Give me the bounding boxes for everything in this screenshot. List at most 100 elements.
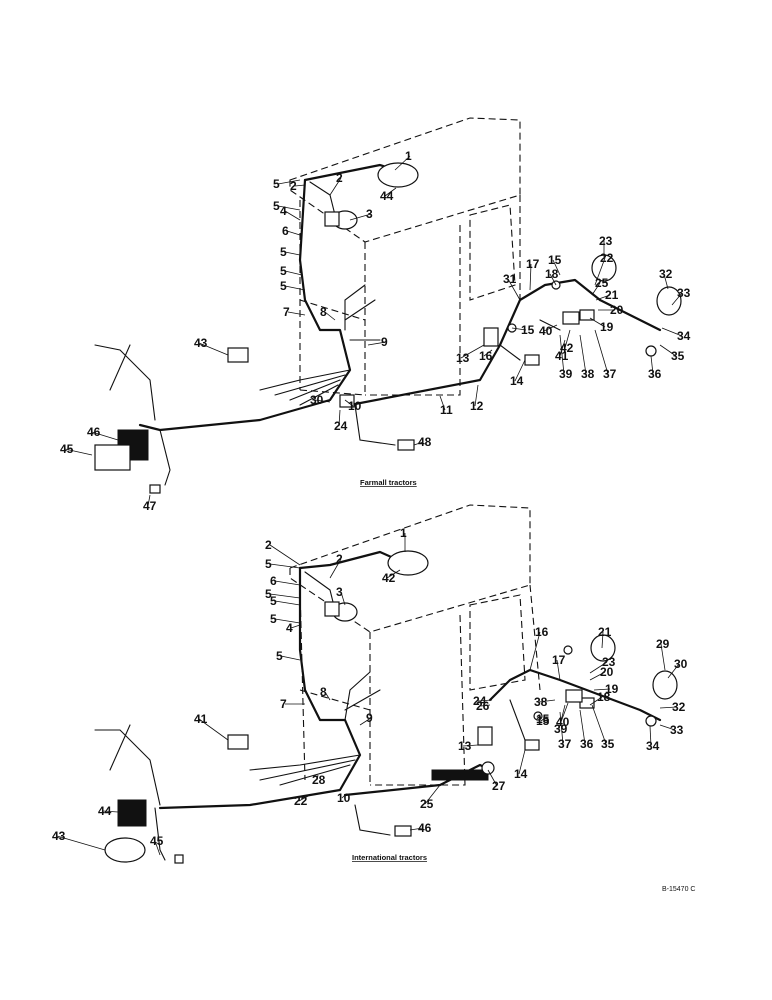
callout-leader-line — [269, 563, 301, 569]
callout-leader-line — [290, 624, 301, 629]
callout-number: 22 — [600, 251, 614, 265]
panel-farmall — [94, 117, 682, 494]
callout-leader-line — [338, 409, 341, 427]
callout-leader-line — [663, 273, 669, 290]
callout-leader-line — [579, 709, 586, 745]
callout-number: 29 — [656, 637, 670, 651]
callout-leader-line — [659, 724, 676, 731]
callout-number: 8 — [320, 685, 327, 699]
callout-number: 15 — [521, 323, 535, 337]
callout-number: 27 — [492, 779, 506, 793]
callout-number: 46 — [87, 425, 101, 439]
callout-number: 11 — [440, 403, 453, 417]
callout-leader-line — [316, 774, 319, 781]
callout-leader-line — [344, 399, 354, 407]
callout-number: 33 — [670, 723, 684, 737]
callout-number: 5 — [280, 279, 287, 293]
callout-number: 15 — [536, 714, 550, 728]
callout-leader-line — [154, 840, 161, 856]
callout-number: 5 — [273, 177, 280, 191]
callout-number: 30 — [674, 657, 688, 671]
callout-leader-line — [284, 270, 303, 276]
callout-number: 36 — [648, 367, 662, 381]
callout-leader-line — [667, 663, 680, 679]
callout-leader-line — [540, 717, 546, 722]
callout-leader-line — [341, 794, 346, 799]
callout-number: 1 — [400, 526, 407, 540]
callout-leader-line — [529, 631, 541, 671]
callout-number: 30 — [310, 393, 324, 407]
callout-leader-line — [277, 179, 301, 185]
callout-leader-line — [324, 311, 336, 321]
callout-number: 38 — [581, 367, 595, 381]
callout-number: 2 — [336, 171, 343, 185]
callout-number: 15 — [548, 253, 562, 267]
callout-number: 6 — [270, 574, 277, 588]
callout-number: 17 — [526, 257, 540, 271]
callout-number: 31 — [503, 272, 517, 286]
callout-number: 39 — [554, 722, 568, 736]
callout-number: 46 — [418, 821, 432, 835]
callout-number: 24 — [473, 694, 487, 708]
callout-number: 32 — [672, 700, 686, 714]
callout-leader-line — [591, 704, 607, 745]
callout-leader-line — [659, 706, 678, 709]
callout-leader-line — [198, 718, 229, 741]
callout-leader-line — [147, 494, 151, 507]
callout-leader-line — [595, 294, 611, 301]
callout-number: 13 — [458, 739, 472, 753]
callout-number: 26 — [476, 699, 490, 713]
callout-number: 6 — [282, 224, 289, 238]
callout-leader-line — [64, 448, 93, 456]
callout-number: 18 — [545, 267, 559, 281]
callout-leader-line — [359, 717, 372, 726]
callout-number: 22 — [294, 794, 308, 808]
callout-number: 23 — [599, 234, 613, 248]
callout-leader-line — [487, 769, 498, 787]
callout-leader-line — [564, 329, 571, 349]
callout-number: 16 — [479, 349, 493, 363]
callout-leader-line — [298, 794, 311, 802]
callout-leader-line — [556, 659, 561, 681]
callout-number: 4 — [280, 204, 287, 218]
callout-leader-line — [287, 311, 306, 316]
callout-leader-line — [529, 263, 532, 291]
callout-leader-line — [56, 835, 106, 851]
callout-number: 24 — [334, 419, 348, 433]
callout-leader-line — [539, 714, 542, 720]
callout-number: 16 — [535, 625, 549, 639]
callout-number: 32 — [659, 267, 673, 281]
callout-number: 34 — [677, 329, 691, 343]
components-farmall — [94, 162, 682, 494]
callout-number: 7 — [280, 697, 287, 711]
callout-number: 41 — [555, 349, 569, 363]
callout-number: 19 — [600, 320, 614, 334]
callout-number: 25 — [420, 797, 434, 811]
callout-number: 5 — [280, 264, 287, 278]
callout-number: 5 — [270, 612, 277, 626]
callout-leader-line — [324, 691, 331, 701]
callout-leader-line — [483, 349, 493, 357]
callout-leader-line — [367, 341, 387, 346]
callout-leader-line — [518, 749, 526, 775]
callout-number: 37 — [558, 737, 572, 751]
callout-number: 40 — [539, 324, 553, 338]
callout-leader-line — [514, 359, 526, 382]
callout-number: 5 — [270, 594, 277, 608]
callout-number: 21 — [598, 625, 612, 639]
callout-number: 9 — [381, 335, 388, 349]
callout-number: 15 — [536, 712, 550, 726]
cab-outline-international — [289, 504, 541, 786]
callout-leader-line — [349, 213, 372, 221]
callout-number: 10 — [337, 791, 351, 805]
callout-leader-line — [660, 643, 666, 671]
callout-number: 2 — [290, 179, 297, 193]
callout-number: 5 — [276, 649, 283, 663]
callout-leader-line — [649, 725, 652, 747]
callout-leader-line — [511, 327, 527, 331]
callout-leader-line — [559, 711, 564, 745]
callout-leader-line — [558, 704, 566, 730]
callout-leader-line — [460, 344, 485, 359]
